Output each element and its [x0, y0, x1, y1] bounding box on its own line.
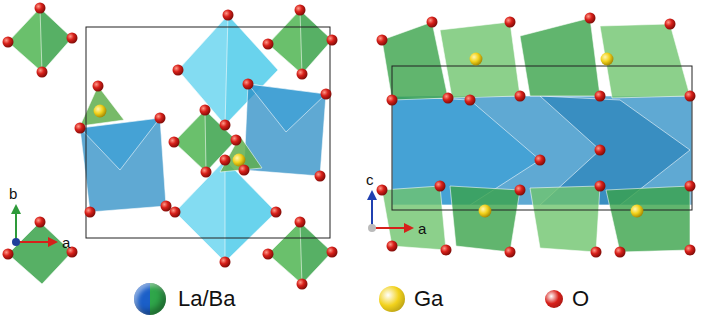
legend-swatch	[545, 290, 563, 308]
axis-label: a	[62, 235, 70, 250]
axis-label: b	[9, 186, 17, 201]
axis-label: c	[366, 172, 374, 187]
legend-label: La/Ba	[178, 288, 236, 310]
legend-label: O	[572, 288, 589, 310]
legend-swatch	[379, 286, 405, 312]
legend-label: Ga	[414, 288, 443, 310]
legend-swatch	[134, 283, 166, 315]
axis-label: a	[418, 221, 426, 236]
